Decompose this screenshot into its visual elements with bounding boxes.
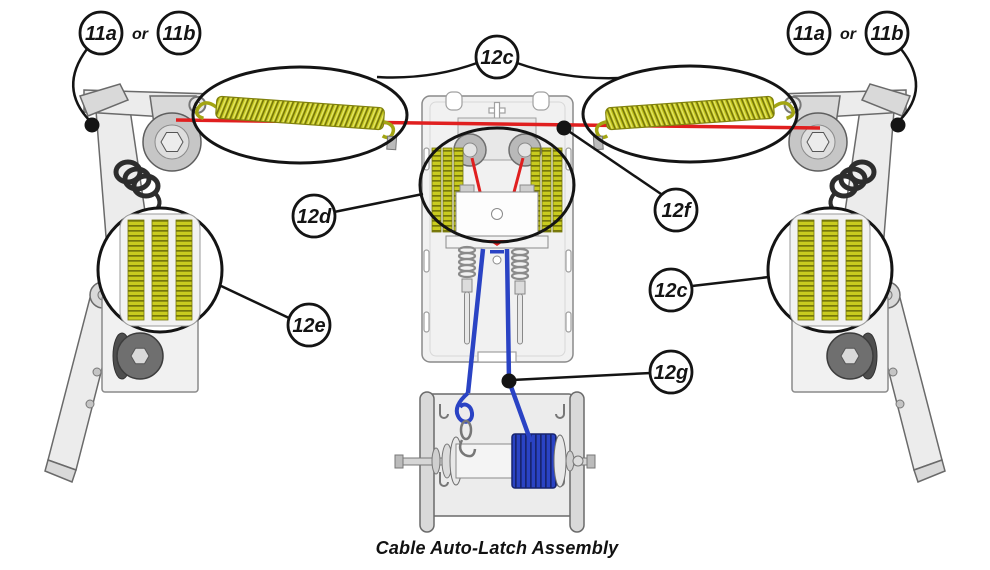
cross-slot-v bbox=[493, 101, 501, 120]
callout-11a-left-label: 11a bbox=[85, 23, 117, 45]
leader-pair-right bbox=[898, 48, 918, 122]
latch-pulley-hub bbox=[462, 142, 478, 158]
callout-pair-left: 11a or 11b bbox=[78, 10, 202, 56]
hook-tab bbox=[439, 472, 449, 487]
bracket-top-tab bbox=[78, 83, 130, 117]
top-notch bbox=[445, 91, 463, 111]
leader-12f bbox=[563, 126, 665, 198]
latch-detail-outline bbox=[418, 126, 576, 244]
latch-pin-right bbox=[510, 247, 530, 345]
top-pulley-bolt bbox=[160, 132, 184, 152]
callout-12c-top-label: 12c bbox=[480, 47, 513, 69]
drum-barrel bbox=[455, 443, 513, 479]
side-slot bbox=[565, 311, 572, 333]
pack-spring bbox=[151, 219, 169, 321]
callout-11a-left bbox=[78, 10, 124, 56]
callout-11b-right bbox=[864, 10, 910, 56]
spring-bubble-right-outline bbox=[581, 64, 799, 164]
callout-12f-label: 12f bbox=[662, 200, 693, 222]
callout-or-right: or bbox=[840, 26, 857, 43]
callout-11a-right bbox=[786, 10, 832, 56]
extension-spring-left bbox=[188, 95, 398, 151]
winch-hook bbox=[458, 439, 477, 458]
leg-hole bbox=[85, 399, 95, 409]
cable-winch bbox=[394, 391, 596, 533]
leader-12c-to-left-spring bbox=[376, 61, 478, 79]
callout-12e-label: 12e bbox=[292, 315, 325, 337]
bottom-notch bbox=[477, 351, 517, 363]
drum-flange-right bbox=[553, 434, 567, 488]
attachment-dot-right-bracket bbox=[890, 117, 906, 133]
side-slot bbox=[423, 311, 430, 333]
left-bracket-assembly bbox=[44, 83, 224, 483]
plate-hole bbox=[492, 255, 502, 265]
side-slot bbox=[565, 249, 572, 273]
spool-washer bbox=[431, 447, 441, 475]
callout-12d-label: 12d bbox=[297, 206, 332, 228]
callout-12e: 12e bbox=[286, 302, 332, 348]
torsion-spring bbox=[113, 159, 162, 214]
axle-cap-right bbox=[586, 454, 596, 469]
callout-11b-left bbox=[156, 10, 202, 56]
spring-hook-left bbox=[195, 101, 218, 120]
leg-hole bbox=[92, 367, 102, 377]
callout-11a-right-label: 11a bbox=[793, 23, 825, 45]
hook-tab bbox=[439, 404, 449, 419]
callout-12d: 12d bbox=[291, 193, 337, 239]
diagram-caption: Cable Auto-Latch Assembly bbox=[376, 538, 619, 558]
callout-or-left: or bbox=[132, 26, 149, 43]
center-latch-plate bbox=[421, 91, 574, 363]
spring-bubble-left-outline bbox=[191, 65, 409, 165]
callout-12g: 12g bbox=[648, 349, 694, 395]
axle-bolt bbox=[572, 455, 584, 467]
leader-12c-to-right-spring bbox=[516, 61, 621, 80]
spring-coil-body bbox=[215, 95, 385, 131]
attachment-dot-left-bracket bbox=[84, 117, 100, 133]
leader-12c-right bbox=[691, 275, 770, 288]
callout-11b-right-label: 11b bbox=[871, 23, 904, 45]
callout-pair-right: 11a or 11b bbox=[786, 10, 910, 56]
leader-12g bbox=[511, 371, 652, 382]
right-bracket-assembly bbox=[768, 84, 945, 482]
callout-12f: 12f bbox=[653, 187, 699, 233]
latch-pulley-hub bbox=[517, 142, 533, 158]
attachment-dot-blue-cable bbox=[501, 373, 517, 389]
bracket-leg-endcap bbox=[44, 459, 77, 483]
blue-cable-coil bbox=[511, 433, 557, 489]
pack-spring bbox=[175, 219, 193, 321]
attachment-dot-red-cable bbox=[556, 120, 572, 136]
top-notch bbox=[532, 91, 550, 111]
chain-link bbox=[459, 419, 473, 441]
spring-pack-detail-view bbox=[96, 206, 224, 334]
spring-hook-right bbox=[381, 120, 396, 140]
leader-pair-left bbox=[72, 48, 91, 122]
callout-12c-top: 12c bbox=[474, 34, 520, 80]
red-cable-segment bbox=[470, 157, 483, 197]
red-cable-segment bbox=[511, 157, 525, 197]
callout-12g-label: 12g bbox=[654, 362, 688, 384]
latch-pin-left bbox=[457, 245, 477, 345]
blue-indicator-mark bbox=[490, 250, 504, 254]
hook-tab bbox=[555, 404, 565, 419]
callout-11b-left-label: 11b bbox=[163, 23, 196, 45]
callout-12c-right: 12c bbox=[648, 267, 694, 313]
leader-12e bbox=[218, 283, 290, 320]
latch-box-hole bbox=[491, 208, 503, 220]
lower-pulley-bolt bbox=[130, 347, 150, 365]
callout-12c-right-label: 12c bbox=[654, 280, 687, 302]
pack-spring bbox=[127, 219, 145, 321]
axle-cap-left bbox=[394, 454, 404, 469]
leader-12d bbox=[333, 192, 424, 214]
side-slot bbox=[423, 249, 430, 273]
blue-cable-left bbox=[465, 248, 486, 394]
